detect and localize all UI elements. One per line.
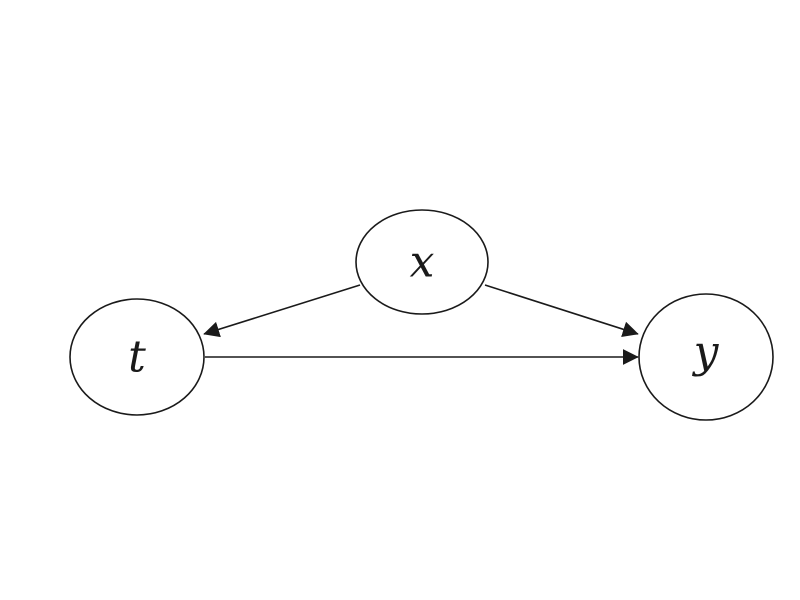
node-t: t: [69, 298, 205, 416]
node-t-label: t: [128, 332, 146, 383]
node-t-shape: [69, 298, 205, 416]
node-y-shape: [638, 293, 774, 421]
node-x: x: [355, 209, 489, 315]
edge-x-to-y: [484, 284, 639, 337]
edge-x-to-t: [203, 284, 361, 338]
node-x-shape: [355, 209, 489, 315]
node-y-label: y: [692, 327, 720, 378]
node-x-label: x: [410, 237, 435, 288]
node-y: y: [638, 293, 774, 421]
